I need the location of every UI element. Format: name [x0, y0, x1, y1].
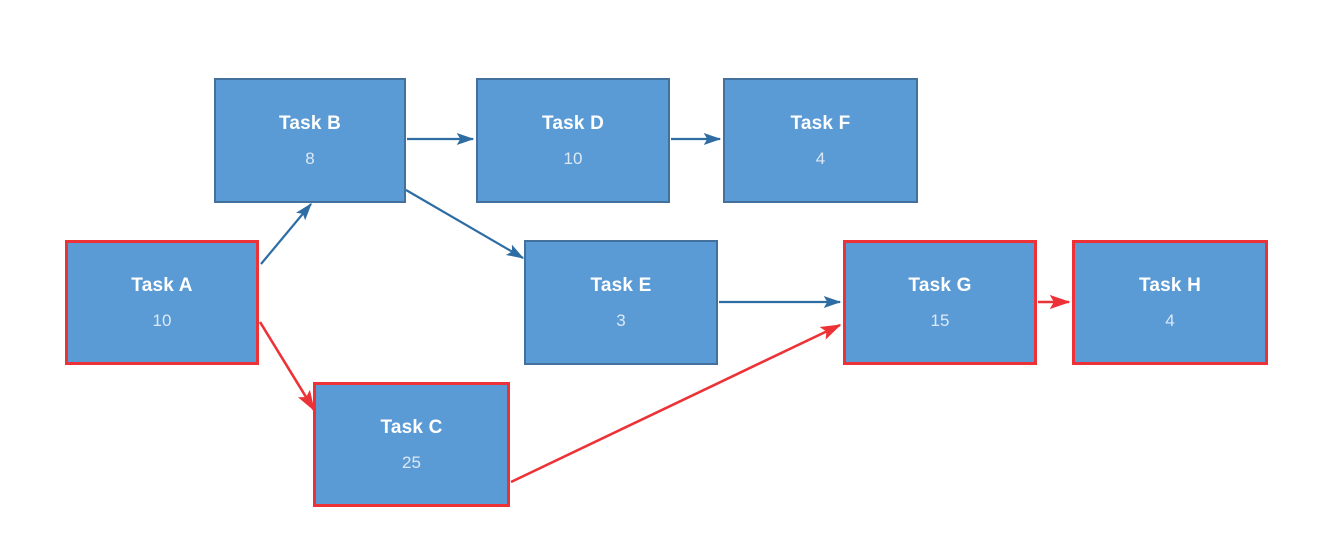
node-task-d[interactable]: Task D 10: [476, 78, 670, 203]
node-label: Task F: [790, 113, 851, 134]
node-task-c[interactable]: Task C 25: [313, 382, 510, 507]
edge-b-to-e: [405, 189, 525, 259]
edge-group: [258, 133, 1071, 484]
node-task-b[interactable]: Task B 8: [214, 78, 406, 203]
node-label: Task G: [908, 275, 972, 296]
node-duration: 4: [1165, 311, 1175, 330]
node-task-e[interactable]: Task E 3: [524, 240, 718, 365]
edge-a-to-b: [260, 202, 312, 265]
node-duration: 3: [616, 311, 626, 330]
node-duration: 8: [305, 149, 315, 168]
node-label: Task B: [278, 113, 342, 134]
node-duration: 15: [930, 311, 950, 330]
node-label: Task H: [1138, 275, 1202, 296]
node-duration: 25: [402, 453, 421, 472]
node-duration: 10: [152, 311, 172, 330]
node-task-g[interactable]: Task G 15: [843, 240, 1037, 365]
node-label: Task C: [380, 417, 443, 438]
node-label: Task E: [590, 275, 652, 296]
node-task-h[interactable]: Task H 4: [1072, 240, 1268, 365]
node-duration: 4: [815, 149, 826, 168]
edge-a-to-c: [258, 321, 316, 412]
node-task-a[interactable]: Task A 10: [65, 240, 259, 365]
node-label: Task A: [131, 275, 193, 296]
node-label: Task D: [541, 113, 605, 134]
edge-c-to-g: [510, 323, 842, 484]
node-task-f[interactable]: Task F 4: [723, 78, 918, 203]
node-duration: 10: [563, 149, 583, 168]
